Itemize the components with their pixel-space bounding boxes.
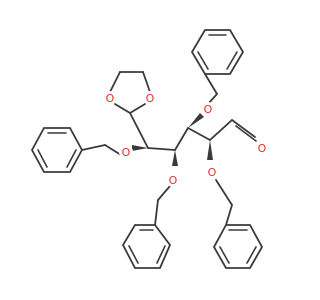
bond-ch2-ring-right [225, 204, 233, 226]
dioxolane-ring [109, 71, 151, 114]
benzene-ring-top [190, 29, 245, 75]
oxygen-atom-dioxolane-left: O [106, 92, 115, 105]
carbon-backbone [129, 112, 233, 151]
benzene-ring-bottom-right [212, 224, 264, 269]
oxygen-atom-dioxolane-right: O [146, 92, 155, 105]
oxygen-atom-c2-ether: O [208, 166, 217, 179]
bond-ch2-ring-top [204, 73, 218, 95]
bond-o-ch2-mid [157, 185, 171, 201]
oxygen-atom-c5-ether: O [122, 146, 131, 159]
wedge-c2-o [207, 140, 213, 160]
wedge-c3-o [188, 113, 204, 128]
oxygen-atom-c3-ether: O [204, 103, 213, 116]
benzene-ring-left [30, 127, 84, 173]
aldehyde-group [231, 119, 257, 142]
oxygen-atom-aldehyde: O [258, 142, 267, 155]
oxygen-labels: O O O O O O O [103, 91, 269, 187]
bond-ch2-ring-mid [154, 199, 159, 226]
wedge-c5-o [132, 145, 148, 151]
bond-ch2-ring-left [81, 144, 106, 151]
bond-o-ch2-right [215, 179, 233, 206]
oxygen-atom-c4-ether: O [169, 174, 178, 187]
structure-diagram: O O O O O O O [30, 29, 269, 269]
benzene-ring-bottom-middle [121, 224, 172, 269]
wedge-c4-o [172, 150, 178, 166]
molecule-canvas: O O O O O O O [30, 29, 269, 269]
bond-o-ch2-left [104, 144, 122, 156]
